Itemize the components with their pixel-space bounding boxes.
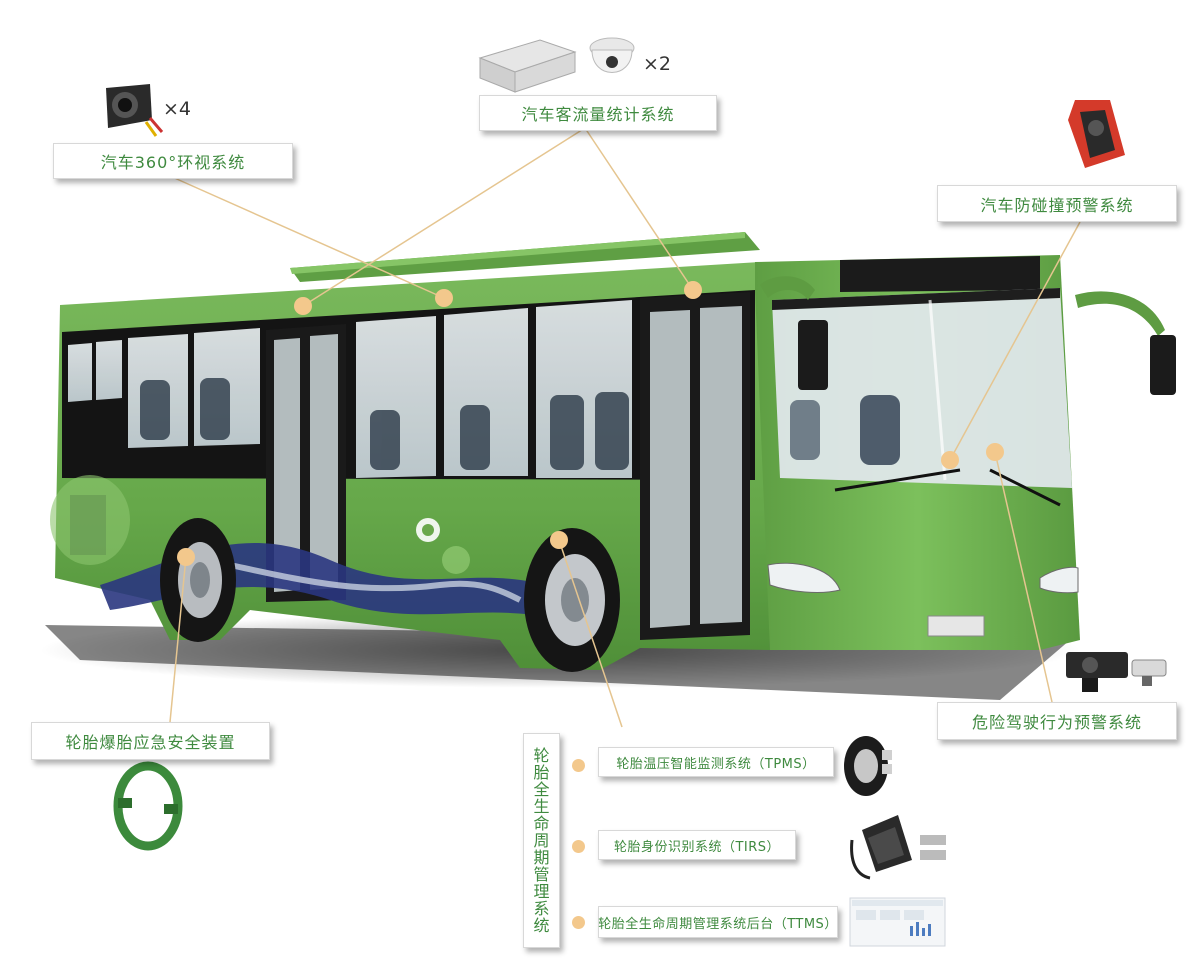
surround-view-count: ×4	[163, 98, 192, 120]
marker-passenger-1	[294, 297, 312, 315]
right-mirror	[1075, 291, 1165, 336]
marker-collision	[941, 451, 959, 469]
tire-band-image	[113, 761, 183, 851]
tire-image	[844, 736, 892, 796]
ttms-label: 轮胎全生命周期管理系统后台（TTMS）	[598, 906, 838, 938]
left-headlight	[767, 562, 841, 593]
destination-sign	[840, 256, 1040, 292]
passenger-flow-count: ×2	[643, 53, 672, 75]
rear-wheel	[160, 518, 236, 642]
bullet-tirs	[572, 840, 585, 853]
tire-safety-label: 轮胎爆胎应急安全装置	[31, 722, 270, 760]
windshield	[772, 288, 1072, 488]
marker-surround-view	[435, 289, 453, 307]
passenger-flow-label: 汽车客流量统计系统	[479, 95, 717, 131]
leader-lines	[169, 127, 1081, 728]
dome-camera-image	[589, 37, 635, 73]
bullet-ttms	[572, 916, 585, 929]
tire-lifecycle-title: 轮 胎 全 生 命 周 期 管 理 系 统	[523, 733, 560, 948]
dashboard-image	[849, 897, 946, 947]
collision-camera-image	[1068, 100, 1125, 168]
handheld-reader-image	[850, 815, 946, 880]
marker-passenger-2	[684, 281, 702, 299]
marker-rear-tire	[177, 548, 195, 566]
middle-door	[640, 292, 750, 640]
license-plate	[927, 615, 985, 637]
tirs-label: 轮胎身份识别系统（TIRS）	[598, 830, 796, 860]
passenger-counter-host-image	[478, 39, 577, 93]
middle-wheel	[524, 528, 620, 672]
left-mirror	[760, 276, 815, 300]
marker-dangerous-driving	[986, 443, 1004, 461]
rear-door	[266, 324, 346, 602]
tpms-label: 轮胎温压智能监测系统（TPMS）	[598, 747, 834, 777]
surround-view-label: 汽车360°环视系统	[53, 143, 293, 179]
dangerous-driving-label: 危险驾驶行为预警系统	[937, 702, 1177, 740]
side-camera-image	[98, 80, 173, 138]
right-headlight	[1039, 566, 1079, 594]
driver-monitor-image	[1066, 652, 1167, 692]
bullet-tpms	[572, 759, 585, 772]
marker-middle-tire	[550, 531, 568, 549]
markers	[177, 281, 1004, 566]
collision-warning-label: 汽车防碰撞预警系统	[937, 185, 1177, 222]
